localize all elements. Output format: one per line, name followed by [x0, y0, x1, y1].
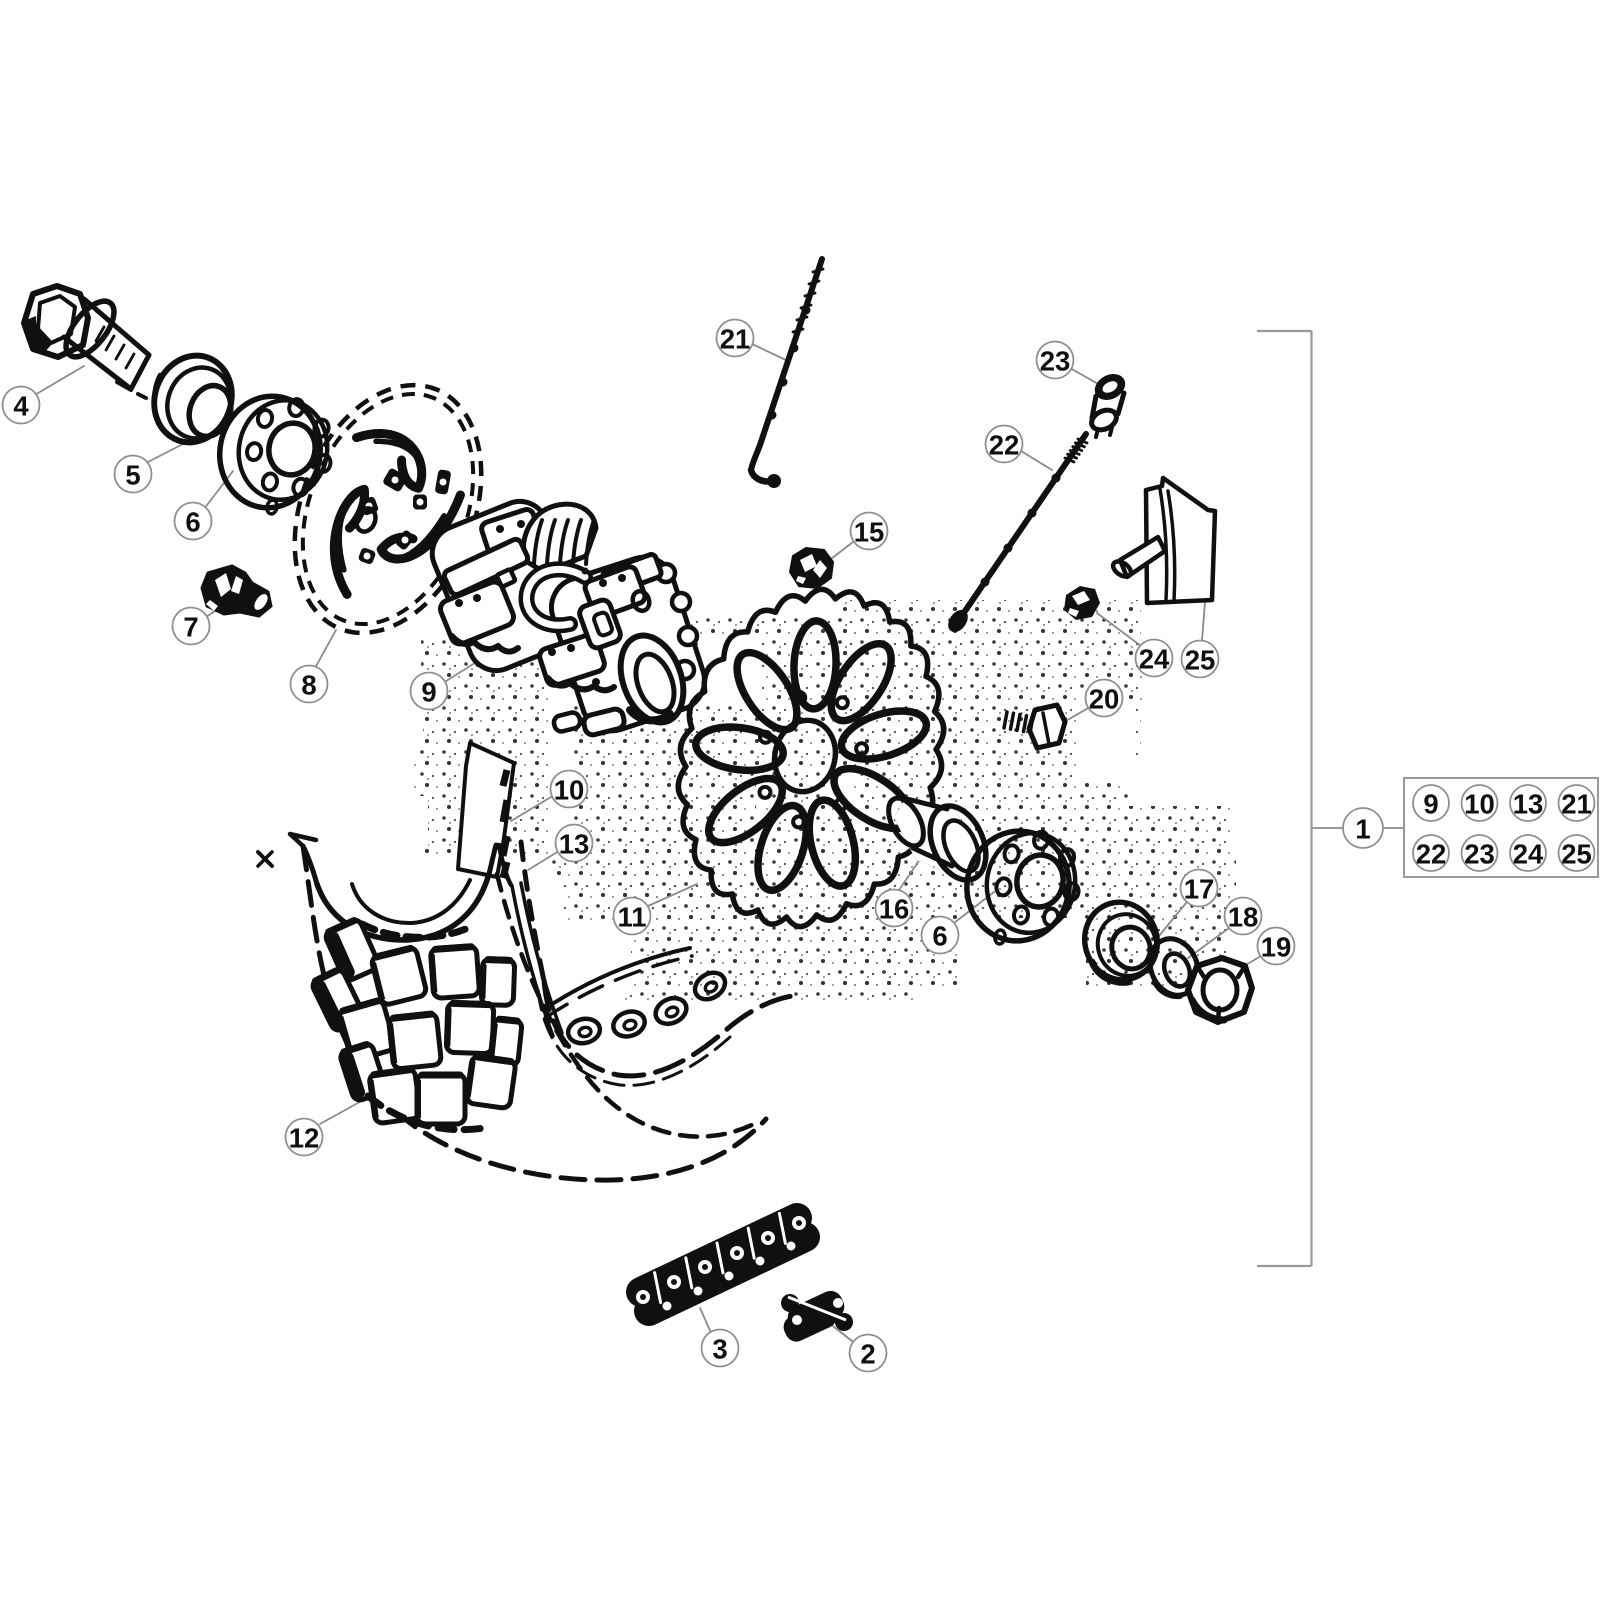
- svg-text:25: 25: [1561, 839, 1592, 870]
- svg-text:23: 23: [1040, 346, 1071, 377]
- svg-text:20: 20: [1089, 684, 1120, 715]
- svg-text:12: 12: [289, 1123, 320, 1154]
- svg-text:9: 9: [421, 677, 436, 708]
- svg-text:24: 24: [1513, 839, 1544, 870]
- svg-text:5: 5: [125, 460, 140, 491]
- svg-text:7: 7: [183, 612, 198, 643]
- svg-text:10: 10: [1464, 789, 1495, 820]
- svg-text:9: 9: [1423, 789, 1438, 820]
- svg-text:22: 22: [1416, 839, 1447, 870]
- svg-text:13: 13: [559, 829, 590, 860]
- svg-text:3: 3: [712, 1334, 727, 1365]
- svg-text:13: 13: [1513, 789, 1544, 820]
- svg-text:10: 10: [554, 775, 585, 806]
- svg-text:4: 4: [13, 391, 29, 422]
- svg-text:21: 21: [1561, 789, 1592, 820]
- svg-text:8: 8: [301, 670, 316, 701]
- svg-text:23: 23: [1464, 839, 1495, 870]
- svg-text:6: 6: [185, 507, 200, 538]
- svg-text:21: 21: [720, 324, 751, 355]
- svg-text:16: 16: [879, 894, 910, 925]
- svg-text:2: 2: [860, 1339, 875, 1370]
- svg-text:22: 22: [989, 430, 1020, 461]
- svg-text:6: 6: [932, 921, 947, 952]
- svg-text:15: 15: [854, 517, 885, 548]
- svg-text:1: 1: [1355, 814, 1370, 845]
- svg-text:24: 24: [1139, 644, 1170, 675]
- svg-text:25: 25: [1185, 645, 1216, 676]
- svg-text:19: 19: [1261, 932, 1292, 963]
- svg-text:17: 17: [1184, 874, 1215, 905]
- svg-text:11: 11: [617, 902, 646, 933]
- svg-text:18: 18: [1228, 902, 1259, 933]
